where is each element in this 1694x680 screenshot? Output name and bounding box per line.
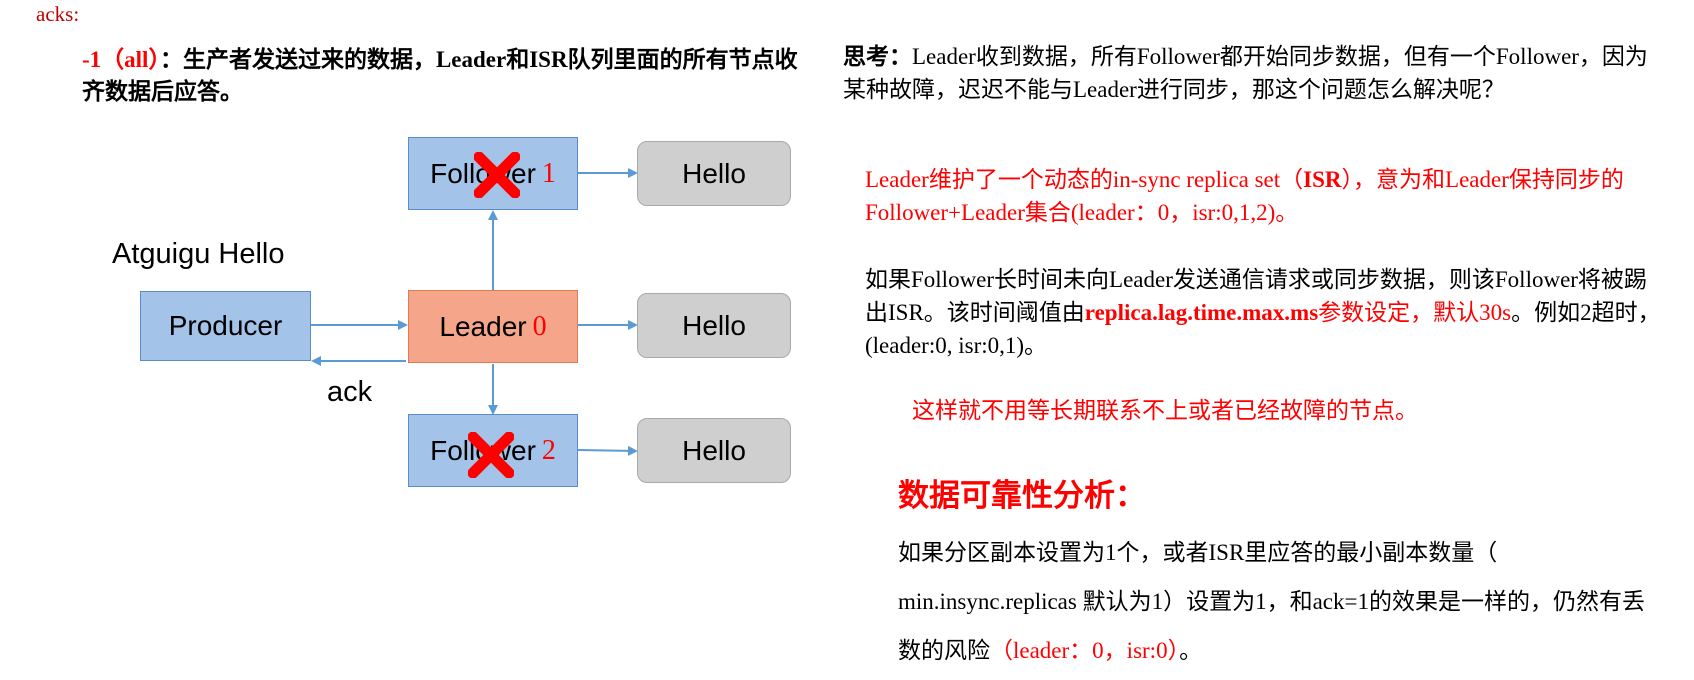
- lag-time-param: replica.lag.time.max.ms: [1084, 300, 1319, 325]
- ack-label: ack: [327, 376, 373, 408]
- message-label: Atguigu Hello: [112, 238, 285, 270]
- isr-term: ISR: [1303, 167, 1342, 192]
- think-label: 思考：: [843, 44, 912, 69]
- hello-leader: Hello: [637, 293, 791, 358]
- reliability-analysis-title: 数据可靠性分析：: [898, 478, 1146, 514]
- isr-definition-part2: ），意为和Leader保持同步的Follower+Leader集合(leader…: [865, 167, 1624, 225]
- acks-label: acks:: [36, 2, 80, 26]
- producer-label: Producer: [168, 310, 283, 341]
- replication-diagram: [311, 168, 638, 456]
- reliability-analysis-text: 如果分区副本设置为1个，或者ISR里应答的最小副本数量（ min.insync.…: [898, 528, 1658, 675]
- think-paragraph: 思考：Leader收到数据，所有Follower都开始同步数据，但有一个Foll…: [843, 40, 1663, 106]
- hello-follower1: Hello: [637, 141, 791, 206]
- leader-id: 0: [532, 310, 547, 342]
- hello-label: Hello: [682, 157, 746, 189]
- analysis-part2: （leader：0，isr:0）: [990, 638, 1180, 663]
- isr-kick-part1: 如果Follower长时间未向Leader发送通信请求或同步数据，则该Follo…: [865, 267, 1647, 325]
- leader-label: Leader: [439, 310, 527, 342]
- follower2-id: 2: [541, 434, 556, 466]
- acks-all-heading: -1（all）：生产者发送过来的数据，Leader和ISR队列里面的所有节点收齐…: [82, 44, 812, 108]
- isr-kick-part3: 。例如2超时，(leader:0, isr:0,1)。: [865, 300, 1661, 358]
- acks-all-value: -1（all）: [82, 47, 160, 72]
- follower1-failed-cross-icon: [474, 152, 520, 198]
- analysis-part3: 。: [1179, 638, 1203, 663]
- follower2-to-hello-arrow: [577, 445, 638, 456]
- follower1-id: 1: [541, 157, 556, 189]
- producer-node: Producer: [140, 291, 311, 361]
- isr-definition: Leader维护了一个动态的in-sync replica set（ISR），意…: [865, 163, 1665, 229]
- hello-follower2: Hello: [637, 418, 791, 483]
- isr-kick-part2: 参数设定，默认30s: [1318, 300, 1512, 325]
- acks-all-description: ：生产者发送过来的数据，Leader和ISR队列里面的所有节点收齐数据后应答。: [82, 47, 798, 104]
- think-text: Leader收到数据，所有Follower都开始同步数据，但有一个Followe…: [843, 44, 1648, 102]
- hello-label: Hello: [682, 309, 746, 341]
- hello-label: Hello: [682, 434, 746, 466]
- isr-definition-part1: Leader维护了一个动态的in-sync replica set（: [865, 167, 1304, 192]
- analysis-part1: 如果分区副本设置为1个，或者ISR里应答的最小副本数量（ min.insync.…: [898, 540, 1645, 663]
- isr-kick-paragraph: 如果Follower长时间未向Leader发送通信请求或同步数据，则该Follo…: [865, 263, 1665, 362]
- no-wait-note: 这样就不用等长期联系不上或者已经故障的节点。: [912, 398, 1418, 423]
- follower2-failed-cross-icon: [468, 432, 514, 478]
